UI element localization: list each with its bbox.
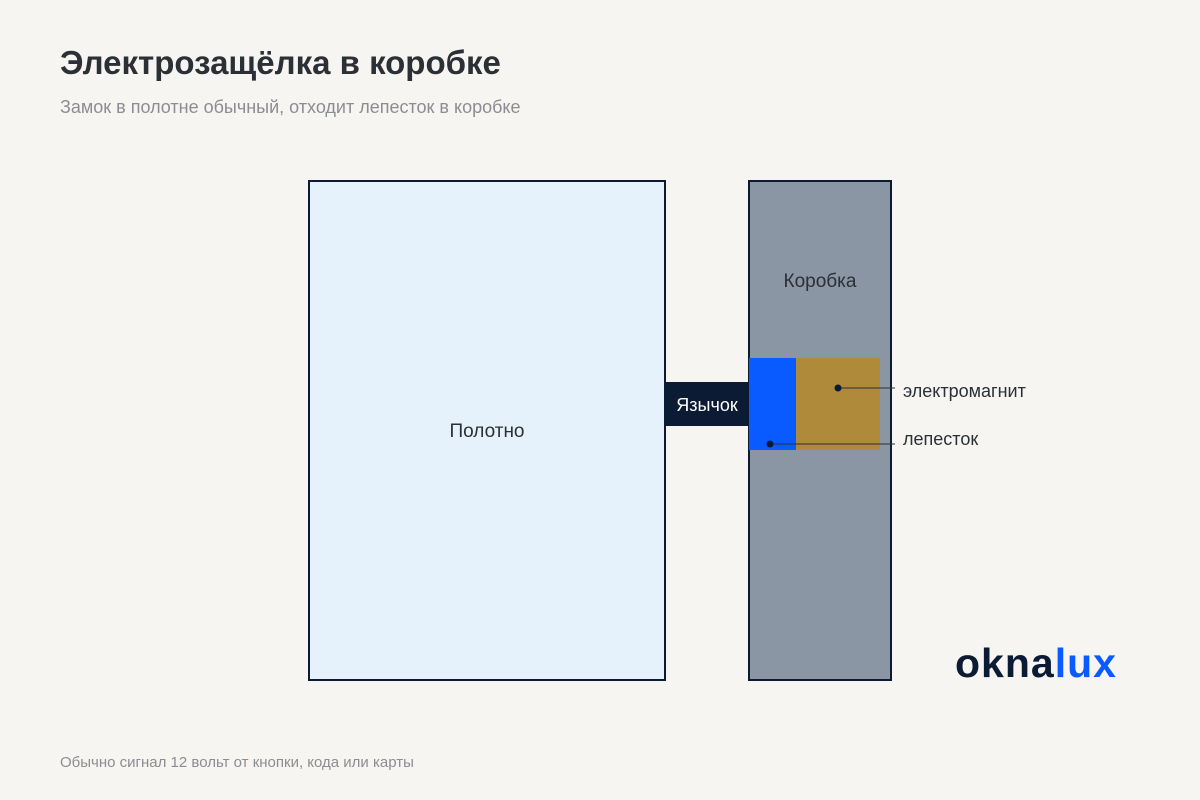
latch-bolt: [665, 382, 749, 426]
door-leaf-label: Полотно: [449, 421, 524, 442]
strike-plate-callout-dot: [766, 440, 774, 448]
electromagnet-callout-label: электромагнит: [903, 381, 1026, 401]
electromagnet-callout-dot: [834, 384, 842, 392]
door-frame-label: Коробка: [784, 271, 857, 292]
page-subtitle: Замок в полотне обычный, отходит лепесто…: [60, 97, 521, 117]
brand-logo-part-b: lux: [1054, 640, 1117, 686]
footnote: Обычно сигнал 12 вольт от кнопки, кода и…: [60, 754, 414, 771]
strike-plate: [749, 358, 796, 450]
brand-logo-part-a: okna: [955, 640, 1055, 686]
brand-logo: oknalux: [955, 640, 1117, 687]
electromagnet: [796, 358, 880, 450]
strike-plate-callout-label: лепесток: [903, 429, 978, 449]
door-leaf: [308, 180, 666, 681]
page-title: Электрозащёлка в коробке: [60, 44, 501, 81]
latch-bolt-label: Язычок: [676, 395, 738, 415]
